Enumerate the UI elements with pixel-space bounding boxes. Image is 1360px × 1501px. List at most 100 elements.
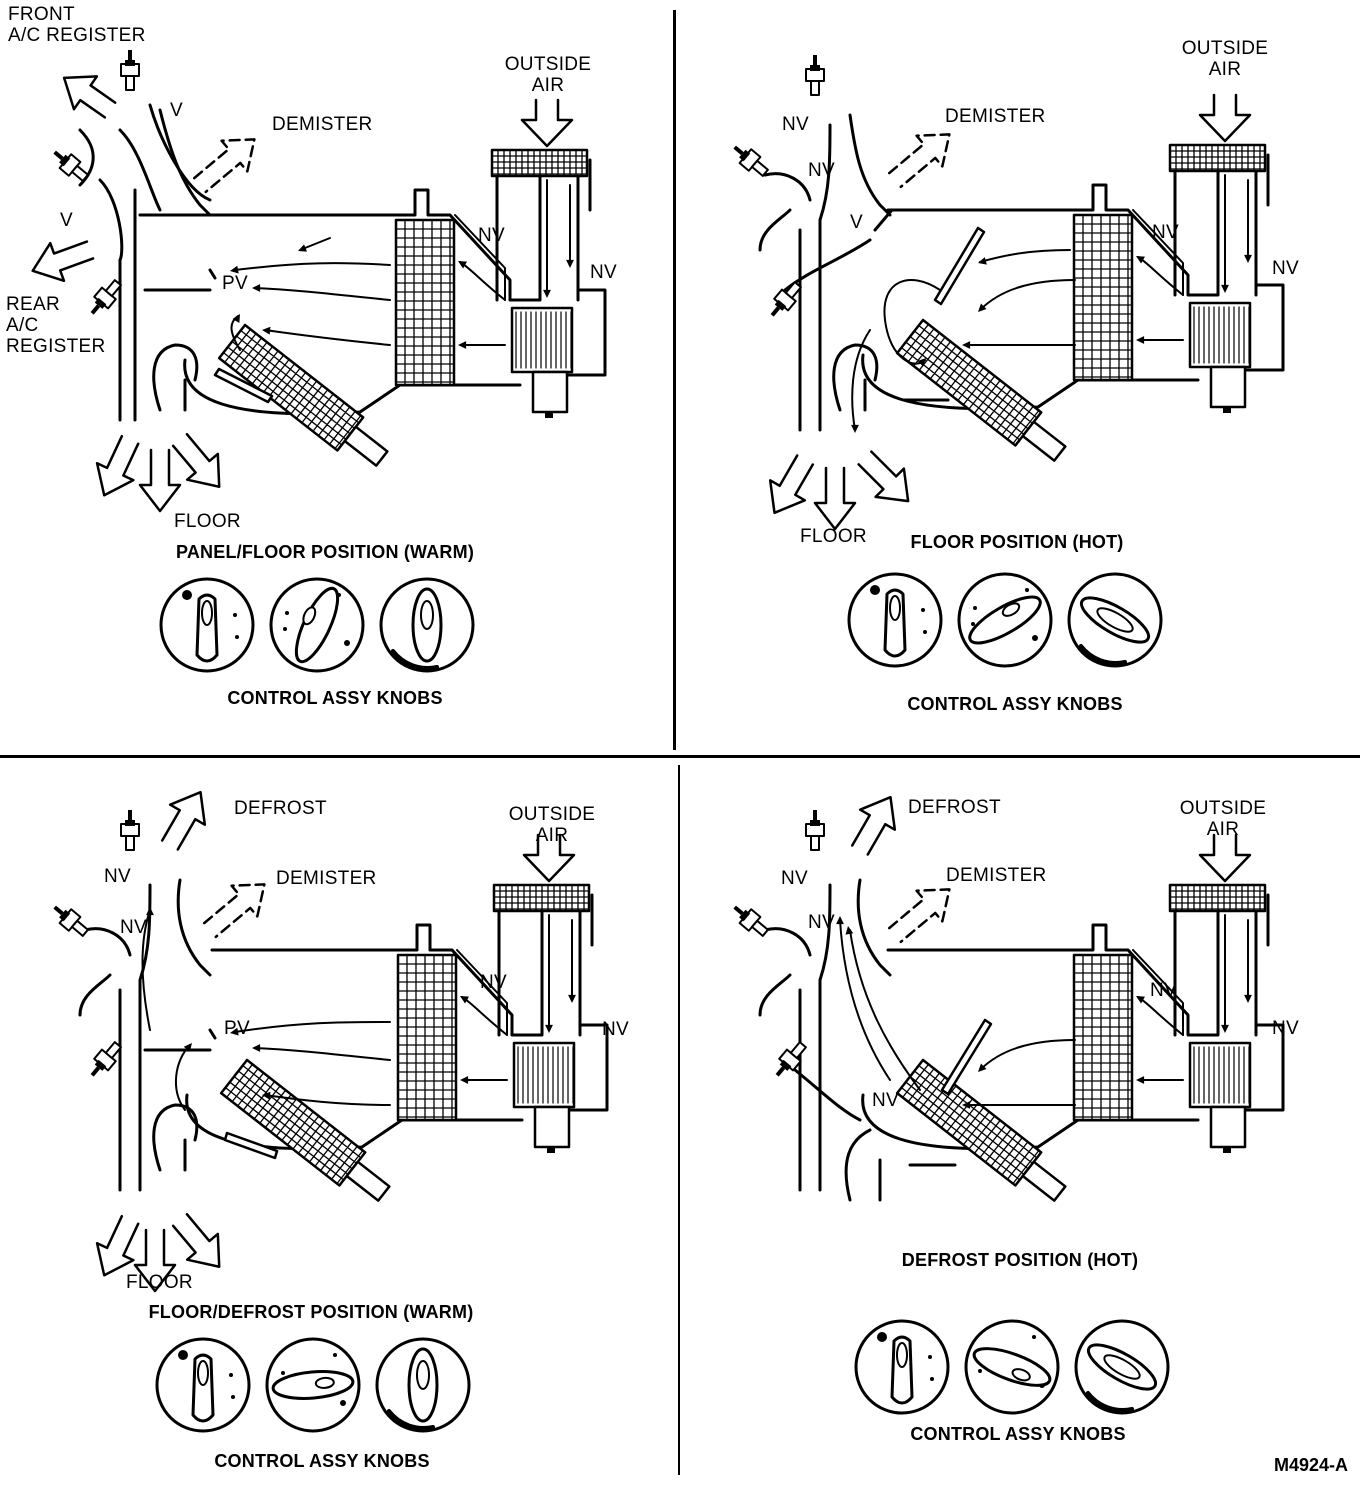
blower-motor bbox=[1209, 1105, 1247, 1149]
temperature-scale bbox=[1086, 1391, 1134, 1412]
airflow-line bbox=[234, 262, 391, 271]
heater-core bbox=[219, 1058, 391, 1202]
heater-core-grid bbox=[219, 1058, 367, 1187]
duct-wall bbox=[208, 1028, 217, 1040]
heater-core bbox=[217, 323, 389, 467]
intake-filter bbox=[1168, 143, 1267, 173]
heater-core bbox=[895, 318, 1067, 462]
outside-air-label: OUTSIDE AIR bbox=[504, 54, 592, 96]
intake-filter bbox=[1168, 883, 1267, 913]
hvac-assembly bbox=[53, 790, 609, 1433]
vacuum-motor bbox=[90, 1041, 122, 1077]
demister-label: DEMISTER bbox=[946, 865, 1047, 886]
evaporator-core bbox=[394, 218, 456, 387]
fan-icon bbox=[870, 585, 880, 595]
diagram-canvas bbox=[733, 795, 1285, 1415]
blend-door bbox=[223, 1131, 279, 1160]
duct-wall bbox=[758, 973, 792, 1017]
intake-duct bbox=[497, 908, 582, 1037]
vacuum-motor bbox=[805, 810, 825, 851]
duct-wall bbox=[763, 172, 812, 202]
duct-wall bbox=[83, 927, 132, 957]
position-caption: FLOOR POSITION (HOT) bbox=[910, 532, 1124, 552]
airflow-arrowhead bbox=[262, 1091, 271, 1100]
duct-wall bbox=[783, 238, 872, 292]
duct-inner-wall bbox=[1132, 949, 1184, 1036]
plenum-top-wall bbox=[210, 893, 544, 1037]
airflow-line bbox=[851, 329, 871, 431]
airflow-line bbox=[254, 287, 391, 301]
fan-speed-knob bbox=[159, 577, 255, 673]
intake-duct bbox=[1173, 168, 1258, 297]
demister-outlet bbox=[202, 883, 266, 939]
airflow-arrowhead bbox=[230, 265, 239, 274]
v-valve-label: V bbox=[850, 212, 863, 233]
airflow-arrowhead bbox=[543, 289, 551, 298]
evaporator-core bbox=[396, 953, 458, 1122]
outside-air-arrow bbox=[1198, 833, 1252, 883]
nv-valve-label: NV bbox=[808, 160, 835, 181]
duct-wall bbox=[148, 103, 212, 202]
defrost-outlet bbox=[160, 790, 207, 851]
airflow-arrowhead bbox=[1136, 996, 1145, 1004]
duct-wall bbox=[98, 178, 124, 262]
airflow-arrowhead bbox=[978, 1063, 987, 1072]
airflow-arrowhead bbox=[1244, 994, 1252, 1003]
duct-inner-wall bbox=[454, 214, 506, 301]
floor-outlet bbox=[95, 1214, 140, 1277]
nv-valve-label: NV bbox=[1152, 222, 1179, 243]
outside-air-label: OUTSIDE AIR bbox=[1179, 798, 1267, 840]
nv-valve-label: NV bbox=[1150, 980, 1177, 1001]
fan-speed-knob bbox=[155, 1337, 251, 1433]
duct-wall bbox=[873, 208, 894, 232]
v-valve-label: V bbox=[60, 210, 73, 231]
nv-valve-label: NV bbox=[782, 114, 809, 135]
nv-valve-label: NV bbox=[1272, 1018, 1299, 1039]
vacuum-motor bbox=[733, 145, 769, 177]
duct-wall bbox=[848, 113, 892, 217]
vacuum-motor bbox=[120, 50, 140, 91]
nv-valve-label: NV bbox=[602, 1019, 629, 1040]
heater-core-grid bbox=[895, 318, 1043, 447]
airflow-arrowhead bbox=[232, 314, 240, 323]
vacuum-motor bbox=[53, 150, 89, 182]
floor-defrost-diagram bbox=[0, 760, 680, 1501]
airflow-arrowhead bbox=[458, 341, 467, 349]
floor-label: FLOOR bbox=[800, 526, 867, 547]
outside-air-label: OUTSIDE AIR bbox=[508, 804, 596, 846]
demister-label: DEMISTER bbox=[272, 114, 373, 135]
nv-valve-label: NV bbox=[872, 1090, 899, 1111]
blower-motor bbox=[533, 1105, 571, 1149]
hvac-assembly bbox=[31, 50, 607, 673]
duct-wall bbox=[818, 123, 832, 432]
airflow-line bbox=[883, 279, 941, 365]
duct-wall bbox=[832, 343, 879, 412]
vacuum-motor bbox=[733, 905, 769, 937]
blower-vanes bbox=[1193, 306, 1250, 364]
temperature-knob bbox=[379, 577, 475, 673]
hvac-assembly bbox=[733, 55, 1285, 668]
plenum-top-wall bbox=[886, 153, 1220, 297]
duct-inner-wall bbox=[1132, 209, 1184, 296]
evaporator-core bbox=[1072, 213, 1134, 382]
airflow-line bbox=[979, 1039, 1076, 1071]
duct-wall bbox=[152, 1103, 199, 1172]
evaporator-core bbox=[1072, 953, 1134, 1122]
duct-wall bbox=[763, 927, 812, 957]
blend-door bbox=[213, 367, 274, 404]
diagram-canvas bbox=[53, 790, 609, 1433]
demister-outlet bbox=[887, 888, 951, 944]
defrost-diagram bbox=[680, 760, 1360, 1501]
blower-vanes bbox=[515, 311, 572, 369]
duct-wall bbox=[844, 1128, 872, 1202]
knob-grip bbox=[972, 1347, 1052, 1387]
airflow-line bbox=[979, 279, 1076, 311]
duct-wall bbox=[138, 883, 152, 1192]
airflow-arrowhead bbox=[1136, 1076, 1145, 1084]
floor-outlet bbox=[813, 466, 857, 531]
airflow-arrowhead bbox=[962, 341, 971, 349]
intake-filter bbox=[490, 148, 589, 178]
floor-outlet bbox=[133, 1228, 177, 1293]
duct-wall bbox=[176, 878, 212, 977]
demister-label: DEMISTER bbox=[276, 868, 377, 889]
